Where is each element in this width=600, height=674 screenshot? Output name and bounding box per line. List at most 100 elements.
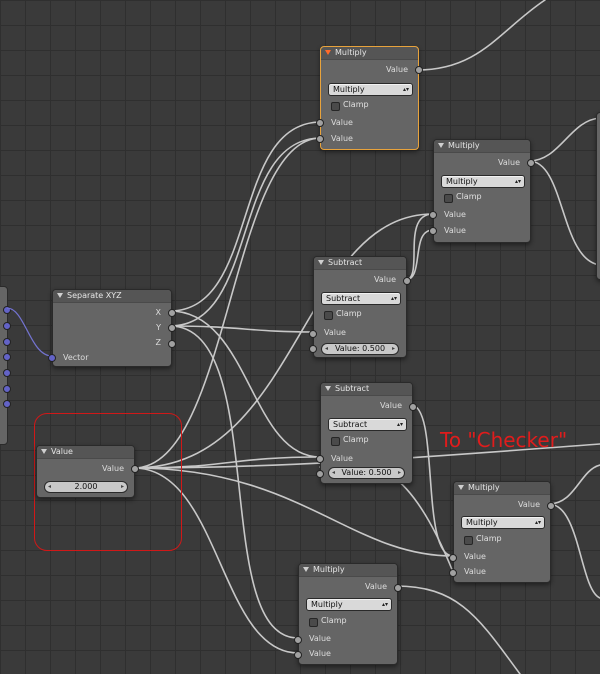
clamp-label: Clamp [456,192,482,201]
collapse-triangle-icon[interactable] [303,567,309,572]
input-socket[interactable] [429,227,437,235]
input-socket[interactable] [316,119,324,127]
output-socket[interactable] [415,66,423,74]
subtract-node-2[interactable]: Subtract Value Subtract▴▾ Clamp Value ◂V… [316,382,417,484]
output-socket[interactable] [3,306,11,314]
node-header[interactable]: Subtract [314,257,406,270]
multiply-node-1[interactable]: Multiply Value Multiply▴▾ Clamp Value Va… [316,46,423,150]
input-socket[interactable] [294,636,302,644]
input-socket[interactable] [309,330,317,338]
clamp-checkbox[interactable] [331,102,340,111]
operation-dropdown[interactable]: Subtract▴▾ [321,292,401,305]
input-label: Value [309,649,331,658]
operation-dropdown[interactable]: Subtract▴▾ [328,418,407,431]
node-title: Multiply [448,141,480,150]
clamp-label: Clamp [343,435,369,444]
output-socket[interactable] [3,369,11,377]
clamp-checkbox[interactable] [464,536,473,545]
link [395,585,521,674]
offscreen-links [6,307,53,357]
increment-arrow-icon[interactable]: ▸ [397,469,401,476]
node-header[interactable]: Value [37,446,134,459]
collapse-triangle-icon[interactable] [57,293,63,298]
input-socket[interactable] [449,554,457,562]
operation-dropdown[interactable]: Multiply▴▾ [328,83,413,96]
output-socket[interactable] [547,502,555,510]
operation-dropdown[interactable]: Multiply▴▾ [306,598,392,611]
input-socket[interactable] [316,455,324,463]
output-label: Value [102,464,124,473]
dropdown-arrows-icon: ▴▾ [534,519,541,526]
collapse-triangle-icon[interactable] [41,449,47,454]
vector-input-socket[interactable] [48,354,56,362]
operation-dropdown[interactable]: Multiply▴▾ [461,516,545,529]
value-field[interactable]: ◂Value: 0.500▸ [321,343,399,355]
clamp-checkbox[interactable] [331,437,340,446]
increment-arrow-icon[interactable]: ▸ [120,483,124,490]
checker-annotation: To "Checker" [440,428,568,452]
node-header[interactable]: Subtract [321,383,412,396]
collapse-triangle-icon[interactable] [325,386,331,391]
output-socket[interactable] [131,465,139,473]
decrement-arrow-icon[interactable]: ◂ [332,469,336,476]
clamp-checkbox[interactable] [309,618,318,627]
decrement-arrow-icon[interactable]: ◂ [325,345,329,352]
input-socket[interactable] [429,211,437,219]
operation-dropdown[interactable]: Multiply▴▾ [441,175,525,188]
node-header[interactable]: Separate XYZ [53,290,171,303]
offscreen-node-right[interactable] [596,112,600,280]
clamp-checkbox[interactable] [324,311,333,320]
increment-arrow-icon[interactable]: ▸ [391,345,395,352]
node-header[interactable]: Multiply [299,564,397,577]
node-title: Multiply [335,48,367,57]
input-label: Value [331,134,353,143]
output-socket[interactable] [3,353,11,361]
clamp-checkbox[interactable] [444,194,453,203]
output-socket-y[interactable] [168,324,176,332]
input-label: Value [331,118,353,127]
output-socket[interactable] [409,403,417,411]
node-header[interactable]: Multiply [434,140,530,153]
input-label: Vector [63,353,89,362]
output-socket[interactable] [527,159,535,167]
multiply-node-3[interactable]: Multiply Value Multiply▴▾ Clamp Value Va… [449,481,555,583]
collapse-triangle-icon[interactable] [318,260,324,265]
output-label-z: Z [155,338,161,347]
value-field[interactable]: ◂2.000▸ [44,481,128,493]
multiply-node-4[interactable]: Multiply Value Multiply▴▾ Clamp Value Va… [294,563,402,665]
output-label: Value [380,401,402,410]
subtract-node-1[interactable]: Subtract Value Subtract▴▾ Clamp Value ◂V… [309,256,411,358]
output-label: Value [365,582,387,591]
output-label-y: Y [156,323,161,332]
decrement-arrow-icon[interactable]: ◂ [48,483,52,490]
node-title: Subtract [335,384,370,393]
offscreen-node[interactable] [0,286,11,445]
multiply-node-2[interactable]: Multiply Value Multiply▴▾ Clamp Value Va… [429,139,535,243]
node-header[interactable]: Multiply [321,47,418,60]
collapse-triangle-icon[interactable] [325,50,331,55]
output-socket[interactable] [3,400,11,408]
output-socket[interactable] [3,385,11,393]
node-title: Subtract [328,258,363,267]
link [528,117,600,162]
output-socket[interactable] [403,277,411,285]
output-socket[interactable] [3,338,11,346]
input-socket[interactable] [449,569,457,577]
input-socket[interactable] [316,470,324,478]
output-socket[interactable] [3,322,11,330]
input-label: Value [444,210,466,219]
collapse-triangle-icon[interactable] [438,143,444,148]
separate-xyz-node[interactable]: Separate XYZ X Y Z Vector [48,289,176,367]
output-label: Value [518,500,540,509]
output-socket-x[interactable] [168,309,176,317]
output-socket[interactable] [394,584,402,592]
node-header[interactable]: Multiply [454,482,550,495]
input-socket[interactable] [309,345,317,353]
input-socket[interactable] [294,651,302,659]
value-field[interactable]: ◂Value: 0.500▸ [328,467,405,479]
value-node[interactable]: Value Value ◂2.000▸ [36,445,139,498]
input-socket[interactable] [316,135,324,143]
collapse-triangle-icon[interactable] [458,485,464,490]
output-socket-z[interactable] [168,340,176,348]
